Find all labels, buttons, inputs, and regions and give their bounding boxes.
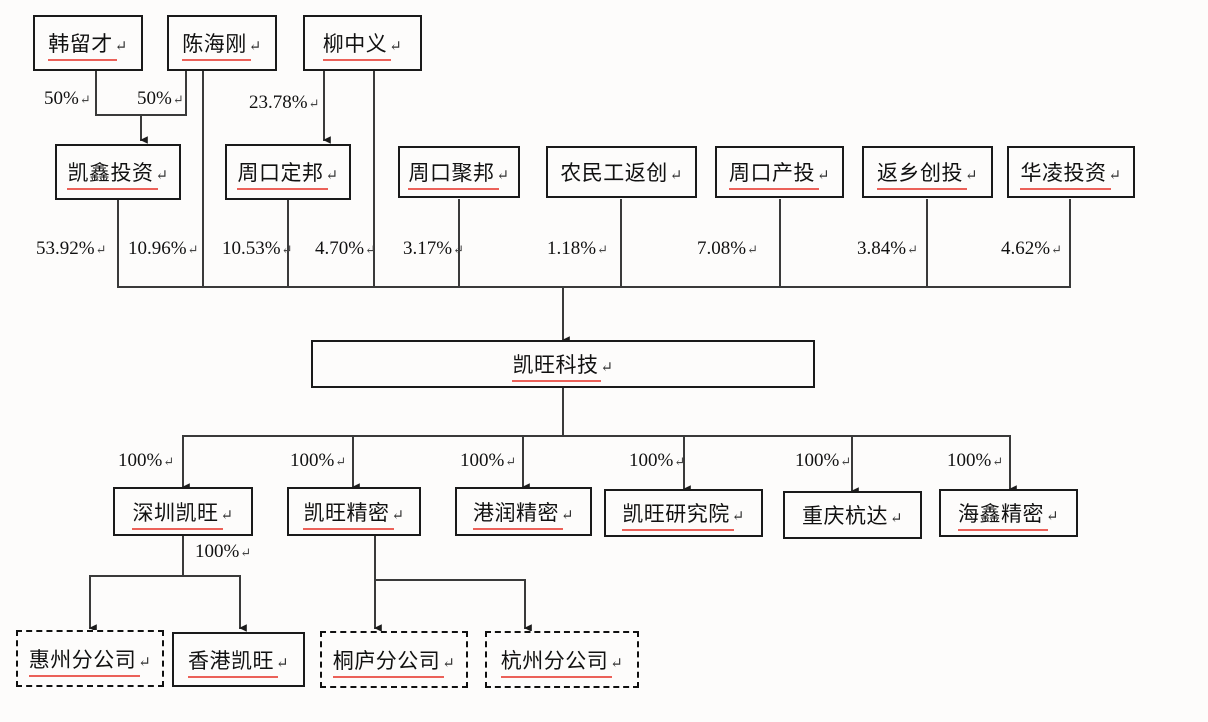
node-label: 香港凯旺↵ bbox=[187, 645, 289, 678]
node-shareholder-dingbang[interactable]: 周口定邦↵ bbox=[225, 144, 351, 200]
pct-sub-kwyjy: 100%↵ bbox=[629, 450, 686, 471]
node-subsidiary-cqhd[interactable]: 重庆杭达↵ bbox=[783, 491, 922, 539]
node-label: 周口产投↵ bbox=[728, 157, 830, 190]
pct-jubang: 3.17%↵ bbox=[403, 238, 464, 259]
node-label: 凯旺科技↵ bbox=[512, 349, 613, 382]
node-label: 凯旺研究院↵ bbox=[622, 498, 745, 531]
node-subsidiary-hxjm[interactable]: 海鑫精密↵ bbox=[939, 489, 1078, 537]
node-company-kaiwang[interactable]: 凯旺科技↵ bbox=[311, 340, 815, 388]
node-label: 返乡创投↵ bbox=[876, 157, 978, 190]
pct-sub-kwjm: 100%↵ bbox=[290, 450, 347, 471]
node-shareholder-han[interactable]: 韩留才↵ bbox=[33, 15, 143, 71]
node-label: 韩留才↵ bbox=[48, 28, 128, 61]
node-subsidiary-kwyjy[interactable]: 凯旺研究院↵ bbox=[604, 489, 763, 537]
node-subsidiary-kwjm[interactable]: 凯旺精密↵ bbox=[287, 487, 421, 536]
pct-szkw-branches: 100%↵ bbox=[195, 541, 252, 562]
node-shareholder-fxct[interactable]: 返乡创投↵ bbox=[862, 146, 993, 198]
node-shareholder-chen[interactable]: 陈海刚↵ bbox=[167, 15, 277, 71]
node-subsidiary-szkw[interactable]: 深圳凯旺↵ bbox=[113, 487, 253, 536]
node-label: 凯旺精密↵ bbox=[303, 497, 404, 530]
node-branch-tonglu[interactable]: 桐庐分公司↵ bbox=[320, 631, 468, 688]
pct-fxct: 3.84%↵ bbox=[857, 238, 918, 259]
pct-dingbang: 10.53%↵ bbox=[222, 238, 293, 259]
node-label: 海鑫精密↵ bbox=[957, 498, 1059, 531]
node-branch-huizhou[interactable]: 惠州分公司↵ bbox=[16, 630, 164, 687]
pct-liu-to-dingbang: 23.78%↵ bbox=[249, 92, 320, 113]
pct-sub-grjm: 100%↵ bbox=[460, 450, 517, 471]
node-branch-hongkong[interactable]: 香港凯旺↵ bbox=[172, 632, 305, 687]
node-label: 农民工返创↵ bbox=[560, 161, 683, 185]
node-label: 华凌投资↵ bbox=[1020, 157, 1121, 190]
pct-kaixin: 53.92%↵ bbox=[36, 238, 107, 259]
pct-liu-direct: 4.70%↵ bbox=[315, 238, 376, 259]
node-label: 凯鑫投资↵ bbox=[67, 157, 168, 190]
node-label: 港润精密↵ bbox=[472, 497, 574, 530]
node-shareholder-jubang[interactable]: 周口聚邦↵ bbox=[398, 146, 520, 198]
node-shareholder-liu[interactable]: 柳中义↵ bbox=[303, 15, 422, 71]
pct-han-to-kaixin: 50%↵ bbox=[44, 88, 91, 109]
pct-sub-szkw: 100%↵ bbox=[118, 450, 175, 471]
pct-hualing: 4.62%↵ bbox=[1001, 238, 1062, 259]
node-label: 陈海刚↵ bbox=[182, 28, 262, 61]
node-shareholder-nmgfc[interactable]: 农民工返创↵ bbox=[546, 146, 697, 198]
node-label: 周口定邦↵ bbox=[237, 157, 338, 190]
node-label: 惠州分公司↵ bbox=[28, 644, 152, 677]
pct-chantou: 7.08%↵ bbox=[697, 238, 758, 259]
node-label: 重庆杭达↵ bbox=[801, 504, 904, 528]
node-label: 深圳凯旺↵ bbox=[132, 497, 233, 530]
pct-chen-to-kaixin: 50%↵ bbox=[137, 88, 184, 109]
node-branch-hangzhou[interactable]: 杭州分公司↵ bbox=[485, 631, 639, 688]
node-label: 周口聚邦↵ bbox=[408, 157, 509, 190]
node-subsidiary-grjm[interactable]: 港润精密↵ bbox=[455, 487, 592, 536]
node-label: 杭州分公司↵ bbox=[500, 645, 624, 678]
node-shareholder-kaixin[interactable]: 凯鑫投资↵ bbox=[55, 144, 181, 200]
node-shareholder-chantou[interactable]: 周口产投↵ bbox=[715, 146, 844, 198]
node-label: 桐庐分公司↵ bbox=[332, 645, 456, 678]
pct-chen-direct: 10.96%↵ bbox=[128, 238, 199, 259]
node-label: 柳中义↵ bbox=[322, 28, 403, 61]
node-shareholder-hualing[interactable]: 华凌投资↵ bbox=[1007, 146, 1135, 198]
pct-sub-hxjm: 100%↵ bbox=[947, 450, 1004, 471]
pct-nmgfc: 1.18%↵ bbox=[547, 238, 608, 259]
pct-sub-cqhd: 100%↵ bbox=[795, 450, 852, 471]
